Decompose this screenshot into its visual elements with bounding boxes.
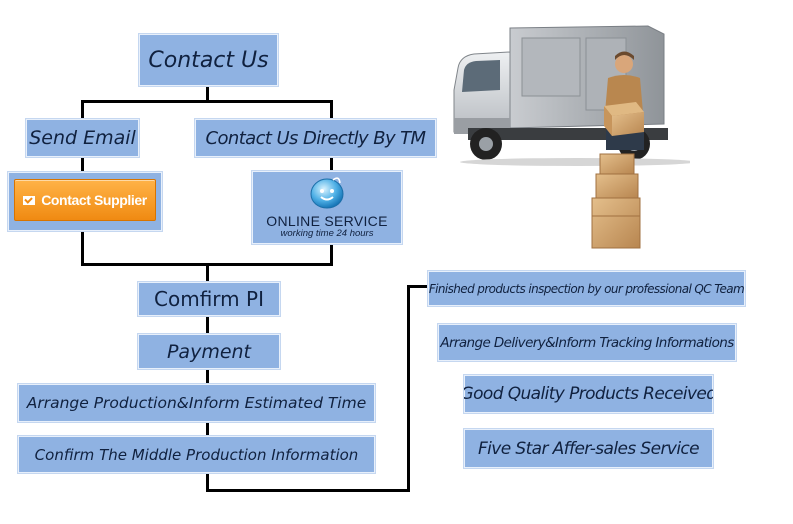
five-star-box: Five Star Affer-sales Service bbox=[463, 428, 714, 469]
arrange-delivery-label: Arrange Delivery&Inform Tracking Informa… bbox=[440, 334, 734, 351]
contact-us-label: Contact Us bbox=[148, 47, 269, 73]
five-star-label: Five Star Affer-sales Service bbox=[477, 438, 700, 459]
connector bbox=[407, 285, 410, 492]
send-email-box: Send Email bbox=[25, 118, 140, 158]
confirm-middle-label: Confirm The Middle Production Informatio… bbox=[34, 445, 359, 464]
contact-us-box: Contact Us bbox=[138, 33, 279, 87]
connector bbox=[206, 489, 410, 492]
finished-inspection-label: Finished products inspection by our prof… bbox=[428, 281, 745, 296]
connector bbox=[81, 100, 333, 103]
arrange-delivery-box: Arrange Delivery&Inform Tracking Informa… bbox=[437, 323, 737, 362]
contact-tm-box: Contact Us Directly By TM bbox=[194, 118, 437, 158]
connector bbox=[206, 85, 209, 102]
delivery-truck-illustration bbox=[453, 25, 690, 249]
contact-supplier-label: Contact Supplier bbox=[41, 192, 147, 208]
send-email-label: Send Email bbox=[29, 127, 136, 149]
arrange-production-label: Arrange Production&Inform Estimated Time bbox=[26, 394, 367, 412]
mail-check-icon bbox=[23, 195, 36, 205]
online-service-title: ONLINE SERVICE bbox=[266, 212, 388, 229]
connector bbox=[206, 263, 209, 491]
contact-tm-label: Contact Us Directly By TM bbox=[205, 127, 427, 149]
finished-inspection-box: Finished products inspection by our prof… bbox=[427, 270, 746, 307]
good-quality-box: Good Quality Products Received bbox=[463, 374, 714, 414]
online-service-box[interactable]: ONLINE SERVICE working time 24 hours bbox=[251, 170, 403, 245]
payment-box: Payment bbox=[137, 333, 281, 370]
confirm-pi-label: Comfirm PI bbox=[154, 287, 264, 311]
confirm-middle-box: Confirm The Middle Production Informatio… bbox=[17, 435, 376, 474]
arrange-production-box: Arrange Production&Inform Estimated Time bbox=[17, 383, 376, 423]
online-service-subtitle: working time 24 hours bbox=[280, 227, 374, 239]
chat-bubble-icon bbox=[310, 176, 344, 209]
confirm-pi-box: Comfirm PI bbox=[137, 281, 281, 317]
contact-supplier-button[interactable]: Contact Supplier bbox=[14, 179, 156, 221]
good-quality-label: Good Quality Products Received bbox=[463, 384, 714, 404]
connector bbox=[407, 285, 429, 288]
payment-label: Payment bbox=[166, 340, 252, 363]
